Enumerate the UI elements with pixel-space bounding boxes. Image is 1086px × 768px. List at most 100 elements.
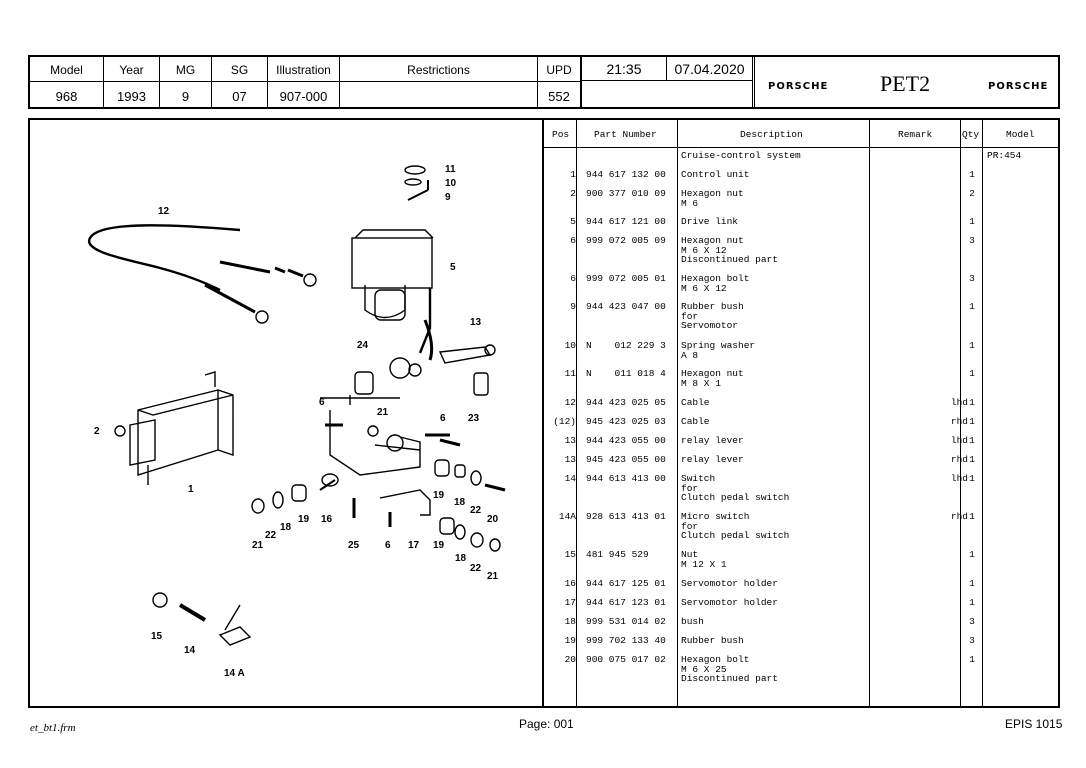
porsche-logo-right: PORSCHE bbox=[988, 81, 1049, 92]
model-value: 968 bbox=[55, 89, 78, 104]
parts-table: Pos Part Number Description Remark Qty M… bbox=[544, 120, 1058, 706]
row-qty: 1 bbox=[969, 397, 975, 408]
row-pos: 6 bbox=[570, 235, 576, 246]
callout-13: 13 bbox=[470, 317, 482, 328]
row-qty: 3 bbox=[969, 235, 975, 246]
header-divider bbox=[30, 81, 582, 82]
mg-cell: MG 9 bbox=[160, 57, 212, 107]
callout-22: 22 bbox=[470, 505, 482, 516]
callout-15: 15 bbox=[151, 631, 163, 642]
table-header-divider bbox=[544, 147, 1058, 148]
row-part-number: N 011 018 4 bbox=[586, 368, 666, 379]
row-part-number: 945 423 055 00 bbox=[586, 454, 666, 465]
row-part-number: 928 613 413 01 bbox=[586, 511, 666, 522]
row-part-number: 944 613 413 00 bbox=[586, 473, 666, 484]
row-description: relay lever bbox=[681, 454, 744, 465]
row-part-number: 481 945 529 bbox=[586, 549, 649, 560]
row-description: Nut M 12 X 1 bbox=[681, 549, 727, 570]
row-qty: 1 bbox=[969, 216, 975, 227]
row-qty: 3 bbox=[969, 616, 975, 627]
date-cell: 07.04.2020 bbox=[667, 57, 753, 81]
parts-diagram: 11 10 9 12 5 13 24 6 21 6 23 2 1 19 18 2… bbox=[88, 164, 506, 679]
sg-value: 07 bbox=[232, 89, 247, 104]
col-sep-3 bbox=[869, 120, 870, 706]
callout-18b: 18 bbox=[280, 522, 292, 533]
mg-value: 9 bbox=[181, 89, 190, 104]
row-remark: lhd bbox=[950, 473, 968, 484]
row-description: Cruise-control system bbox=[681, 150, 801, 161]
row-description: relay lever bbox=[681, 435, 744, 446]
callout-10: 10 bbox=[445, 178, 457, 189]
row-part-number: N 012 229 3 bbox=[586, 340, 666, 351]
row-pos: 20 bbox=[564, 654, 576, 665]
content-frame: 11 10 9 12 5 13 24 6 21 6 23 2 1 19 18 2… bbox=[28, 118, 1060, 708]
callout-1: 1 bbox=[188, 484, 194, 495]
row-pos: 13 bbox=[564, 435, 576, 446]
illustration-label: Illustration bbox=[276, 63, 331, 77]
row-description: Drive link bbox=[681, 216, 739, 227]
row-qty: 1 bbox=[969, 597, 975, 608]
row-qty: 1 bbox=[969, 435, 975, 446]
row-description: Cable bbox=[681, 416, 710, 427]
app-title: PET2 bbox=[880, 71, 931, 96]
header-description: Description bbox=[740, 129, 803, 140]
callout-6: 6 bbox=[319, 397, 325, 408]
header-bar: Model 968 Year 1993 MG 9 SG 07 Illustrat… bbox=[28, 55, 1060, 109]
callout-19: 19 bbox=[433, 490, 445, 501]
row-description: Rubber bush bbox=[681, 635, 744, 646]
row-qty: 1 bbox=[969, 578, 975, 589]
callout-21c: 21 bbox=[487, 571, 499, 582]
row-description: bush bbox=[681, 616, 704, 627]
sg-cell: SG 07 bbox=[212, 57, 268, 107]
callout-17: 17 bbox=[408, 540, 420, 551]
time-blank-cell bbox=[582, 81, 753, 107]
row-pos: 11 bbox=[564, 368, 576, 379]
row-description: Hexagon bolt M 6 X 12 bbox=[681, 273, 750, 294]
row-description: Hexagon bolt M 6 X 25 Discontinued part bbox=[681, 654, 778, 684]
row-qty: 1 bbox=[969, 654, 975, 665]
callout-23: 23 bbox=[468, 413, 480, 424]
form-name: et_bt1.frm bbox=[30, 722, 76, 734]
row-description: Servomotor holder bbox=[681, 578, 778, 589]
callout-25: 25 bbox=[348, 540, 360, 551]
row-part-number: 999 072 005 01 bbox=[586, 273, 666, 284]
header-remark: Remark bbox=[898, 129, 933, 140]
callout-18: 18 bbox=[454, 497, 466, 508]
row-qty: 2 bbox=[969, 188, 975, 199]
col-sep-5 bbox=[982, 120, 983, 706]
callout-22b: 22 bbox=[265, 530, 277, 541]
time-cell: 21:35 bbox=[582, 57, 667, 81]
callout-14: 14 bbox=[184, 645, 196, 656]
row-qty: 3 bbox=[969, 635, 975, 646]
row-qty: 1 bbox=[969, 511, 975, 522]
upd-label: UPD bbox=[546, 63, 572, 77]
epis-version: EPIS 1015 bbox=[1005, 717, 1063, 731]
row-pos: 18 bbox=[564, 616, 576, 627]
callout-2: 2 bbox=[94, 426, 100, 437]
header-sep bbox=[753, 57, 755, 107]
sg-label: SG bbox=[230, 63, 249, 77]
row-pos: (12) bbox=[553, 416, 576, 427]
year-cell: Year 1993 bbox=[104, 57, 160, 107]
upd-value: 552 bbox=[548, 89, 570, 104]
callout-9: 9 bbox=[445, 192, 451, 203]
row-pos: 5 bbox=[570, 216, 576, 227]
row-part-number: 944 423 055 00 bbox=[586, 435, 666, 446]
illustration-cell: Illustration 907-000 bbox=[268, 57, 340, 107]
row-pos: 6 bbox=[570, 273, 576, 284]
callout-16: 16 bbox=[321, 514, 333, 525]
row-part-number: 900 075 017 02 bbox=[586, 654, 666, 665]
mg-label: MG bbox=[175, 63, 196, 77]
col-sep-2 bbox=[677, 120, 678, 706]
row-part-number: 999 702 133 40 bbox=[586, 635, 666, 646]
date-value: 07.04.2020 bbox=[674, 61, 745, 77]
callout-6c: 6 bbox=[385, 540, 391, 551]
callout-12: 12 bbox=[158, 206, 170, 217]
row-description: Spring washer A 8 bbox=[681, 340, 756, 361]
callout-5: 5 bbox=[450, 262, 456, 273]
row-pos: 13 bbox=[564, 454, 576, 465]
callout-20: 20 bbox=[487, 514, 499, 525]
page-number: Page: 001 bbox=[519, 717, 574, 731]
col-sep-1 bbox=[576, 120, 577, 706]
row-pos: 16 bbox=[564, 578, 576, 589]
